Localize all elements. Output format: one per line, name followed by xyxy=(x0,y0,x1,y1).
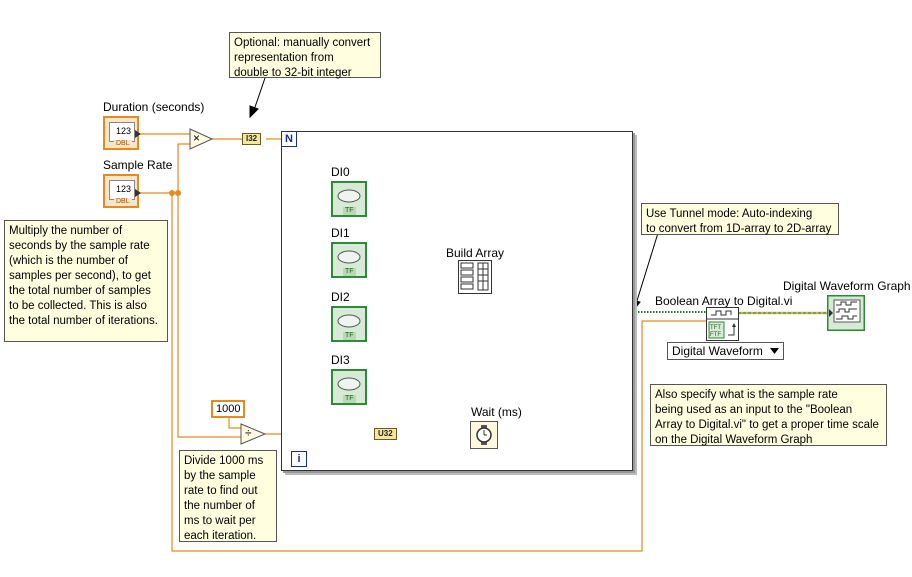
note-tunnel-mode: Use Tunnel mode: Auto-indexing to conver… xyxy=(641,203,839,235)
multiply-node[interactable] xyxy=(189,128,213,150)
dbl-tag: DBL xyxy=(114,198,132,206)
dropdown-arrow-icon xyxy=(770,348,780,354)
di0-control[interactable]: TF xyxy=(331,181,367,217)
wire-1000 xyxy=(228,416,241,429)
duration-control[interactable]: 123 DBL xyxy=(103,116,139,150)
wait-ms-node[interactable] xyxy=(470,421,498,449)
boolean-led-icon xyxy=(337,250,361,264)
label-di2: DI2 xyxy=(331,290,350,304)
label-build-array: Build Array xyxy=(446,246,505,260)
bool-to-digital-vi[interactable]: TFT FTF xyxy=(706,307,739,341)
note-multiply: Multiply the number of seconds by the sa… xyxy=(4,220,168,342)
wire-junction xyxy=(175,190,181,196)
dbl-tag: DBL xyxy=(114,140,132,148)
divide-node[interactable] xyxy=(240,423,266,445)
digital-waveform-dropdown[interactable]: Digital Waveform xyxy=(667,342,785,360)
boolean-led-icon xyxy=(337,377,361,391)
wire-junction xyxy=(169,190,175,196)
note-sample-rate: Also specify what is the sample rate bei… xyxy=(650,384,887,446)
di1-control[interactable]: TF xyxy=(331,242,367,278)
label-sample-rate: Sample Rate xyxy=(103,158,173,172)
build-array-node[interactable] xyxy=(458,260,492,294)
wire-rate-to-bool2dig xyxy=(171,193,706,552)
label-bool-to-digital: Boolean Array to Digital.vi xyxy=(655,294,793,308)
output-arrow-icon xyxy=(135,130,141,138)
di3-control[interactable]: TF xyxy=(331,369,367,405)
boolean-led-icon xyxy=(337,189,361,203)
digital-graph-icon xyxy=(836,301,857,320)
numeric-text: 123 xyxy=(115,184,133,194)
dropdown-value: Digital Waveform xyxy=(672,344,763,358)
wire-rate-to-multiply xyxy=(140,143,190,194)
wire-rate-to-divide xyxy=(177,193,241,438)
note-convert: Optional: manually convert representatio… xyxy=(229,32,381,79)
label-duration: Duration (seconds) xyxy=(103,100,205,114)
digital-waveform-graph-terminal[interactable] xyxy=(827,295,865,331)
label-di1: DI1 xyxy=(331,226,350,240)
constant-1000[interactable]: 1000 xyxy=(211,400,246,418)
svg-text:FTF: FTF xyxy=(710,332,721,338)
arrow-convert xyxy=(253,77,266,111)
note-divide: Divide 1000 ms by the sample rate to fin… xyxy=(179,450,277,542)
label-di3: DI3 xyxy=(331,353,350,367)
loop-iteration-terminal: i xyxy=(291,451,307,467)
label-digital-graph: Digital Waveform Graph xyxy=(783,279,911,293)
di2-control[interactable]: TF xyxy=(331,306,367,342)
sample-rate-control[interactable]: 123 DBL xyxy=(103,174,139,208)
divide-symbol: ÷ xyxy=(245,426,252,440)
boolean-led-icon xyxy=(337,314,361,328)
to-u32-conversion[interactable]: U32 xyxy=(374,428,397,440)
to-i32-conversion[interactable]: I32 xyxy=(242,133,262,145)
arrow-tunnel xyxy=(635,232,659,305)
tf-tag: TF xyxy=(343,207,356,215)
output-arrow-icon xyxy=(135,189,141,197)
svg-text:TFT: TFT xyxy=(710,325,721,331)
tf-tag: TF xyxy=(343,332,356,340)
loop-count-terminal[interactable]: N xyxy=(281,131,297,147)
multiply-symbol: × xyxy=(193,131,201,145)
label-di0: DI0 xyxy=(331,165,350,179)
tf-tag: TF xyxy=(343,395,356,403)
watch-icon xyxy=(476,425,492,445)
tf-tag: TF xyxy=(343,268,356,276)
numeric-text: 123 xyxy=(115,126,133,136)
label-wait: Wait (ms) xyxy=(471,405,522,419)
